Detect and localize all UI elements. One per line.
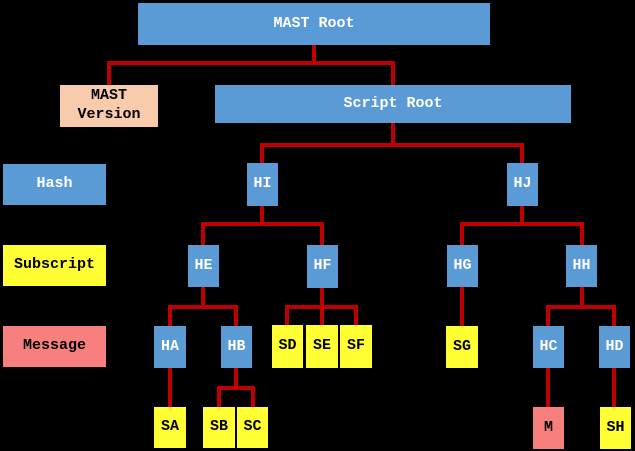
connector-to-mastversion: [107, 61, 111, 85]
legend-message: Message: [3, 326, 106, 367]
connector-hj-stem: [520, 206, 524, 226]
connector-scriptroot-stem: [391, 123, 395, 147]
connector-mastroot-stem: [312, 45, 316, 65]
connector-he-stem: [201, 287, 205, 309]
connector-hd-to-sh: [612, 368, 616, 407]
connector-to-hf: [320, 222, 324, 245]
node-sh: SH: [600, 407, 631, 449]
connector-to-hb: [234, 305, 238, 326]
connector-mastroot-bar: [107, 61, 395, 65]
connector-hb-bar: [217, 386, 255, 390]
connector-scriptroot-bar: [260, 143, 524, 147]
node-he: HE: [188, 245, 219, 287]
connector-to-hd: [612, 305, 616, 326]
node-sg: SG: [446, 326, 478, 368]
connector-to-sc: [251, 386, 255, 407]
connector-hi-bar: [201, 222, 324, 226]
node-sa: SA: [154, 407, 186, 448]
node-hf: HF: [307, 245, 338, 288]
connector-hb-stem: [234, 368, 238, 390]
connector-hh-stem: [580, 287, 584, 309]
connector-hj-bar: [460, 222, 584, 226]
node-sb: SB: [203, 407, 235, 448]
connector-to-ha: [168, 305, 172, 326]
connector-hh-bar: [546, 305, 616, 309]
connector-to-hi: [260, 143, 264, 163]
connector-to-hg: [460, 222, 464, 245]
node-hb: HB: [221, 326, 252, 368]
connector-to-scriptroot: [391, 61, 395, 85]
connector-to-hh: [580, 222, 584, 245]
connector-to-hc: [546, 305, 550, 326]
node-sd: SD: [272, 325, 303, 368]
node-mast-root: MAST Root: [138, 3, 490, 45]
node-hg: HG: [447, 245, 478, 287]
node-hd: HD: [599, 326, 630, 368]
node-hh: HH: [566, 245, 597, 287]
connector-hi-stem: [260, 206, 264, 226]
node-hj: HJ: [507, 163, 538, 206]
node-m: M: [533, 407, 564, 449]
node-se: SE: [306, 325, 338, 368]
node-hi: HI: [247, 163, 278, 206]
connector-to-sf: [354, 305, 358, 325]
legend-hash: Hash: [3, 164, 106, 205]
node-sf: SF: [340, 325, 372, 368]
connector-to-sd: [285, 305, 289, 325]
node-script-root: Script Root: [215, 85, 571, 123]
connector-hf-bar: [285, 305, 358, 309]
connector-ha-to-sa: [168, 368, 172, 407]
connector-to-sb: [217, 386, 221, 407]
node-sc: SC: [237, 407, 268, 448]
node-hc: HC: [533, 326, 564, 368]
node-mast-version: MAST Version: [60, 85, 158, 127]
legend-subscript: Subscript: [3, 245, 106, 286]
connector-hc-to-m: [546, 368, 550, 407]
connector-to-hj: [520, 143, 524, 163]
connector-he-bar: [168, 305, 238, 309]
node-ha: HA: [154, 326, 186, 368]
connector-to-he: [201, 222, 205, 245]
connector-hg-to-sg: [460, 287, 464, 326]
